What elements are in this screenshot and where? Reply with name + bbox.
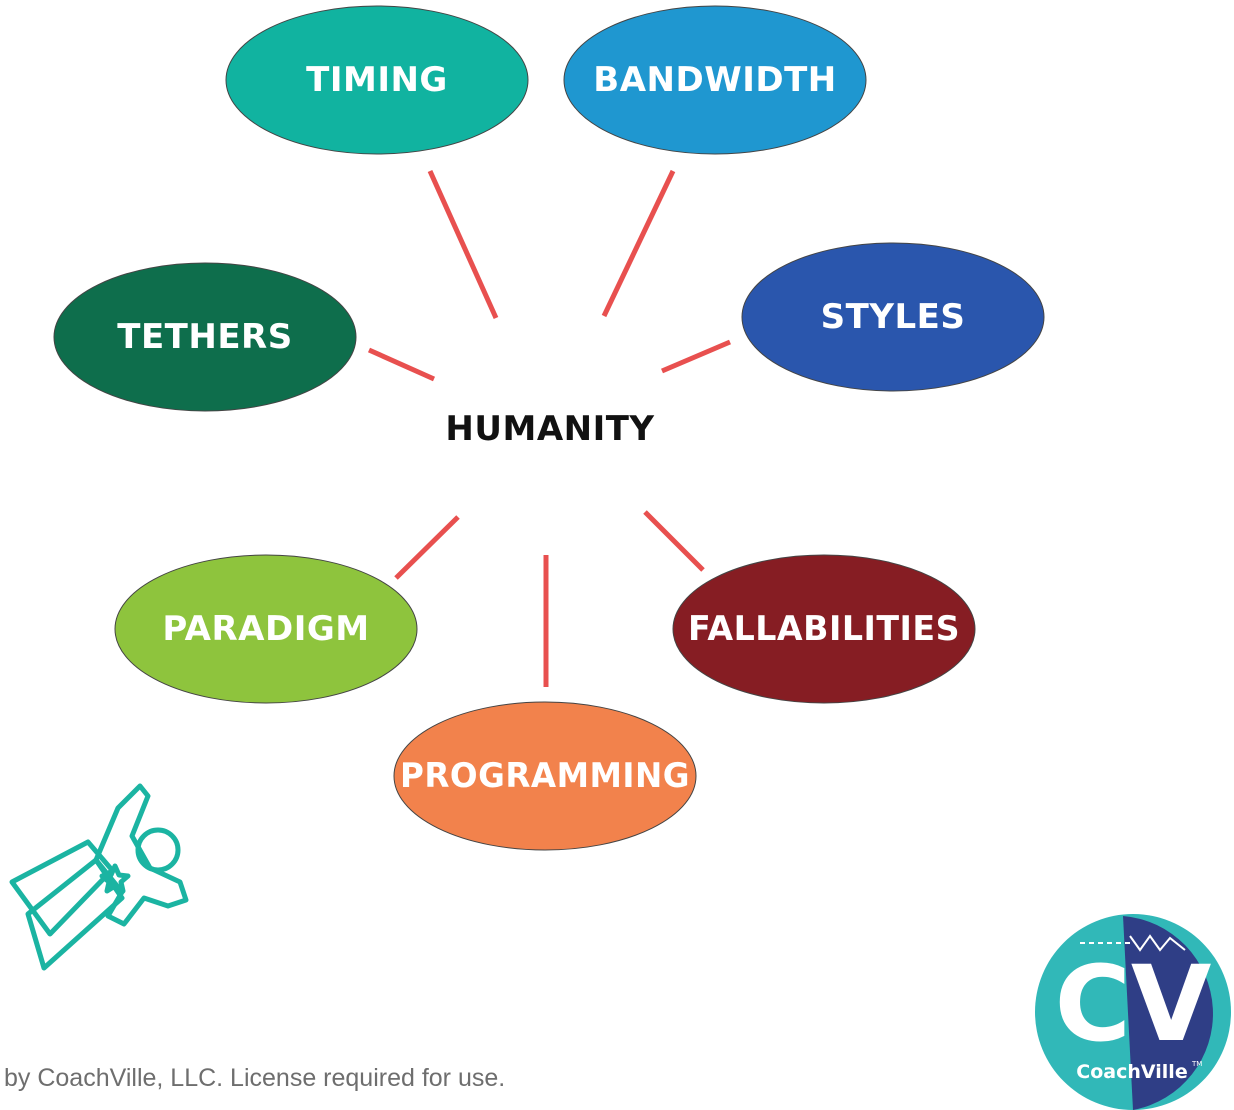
node-tethers-shape bbox=[53, 262, 357, 412]
connector-styles bbox=[661, 339, 731, 374]
connector-tethers bbox=[367, 347, 436, 382]
logo-right-half bbox=[1123, 916, 1213, 1110]
node-programming-shape bbox=[393, 701, 697, 851]
node-paradigm: PARADIGM bbox=[114, 554, 418, 704]
node-bandwidth-label: BANDWIDTH bbox=[593, 60, 836, 100]
logo-trademark: TM bbox=[1191, 1060, 1202, 1068]
connectors bbox=[367, 169, 731, 687]
logo-zigzag bbox=[1129, 934, 1186, 952]
node-styles-label: STYLES bbox=[821, 297, 966, 337]
connector-fallabilities bbox=[643, 510, 705, 572]
center-label: HUMANITY bbox=[445, 409, 654, 449]
coachville-logo: CV CoachVille TM bbox=[1035, 914, 1231, 1110]
node-paradigm-shape bbox=[114, 554, 418, 704]
connector-timing bbox=[427, 169, 499, 320]
node-timing-label: TIMING bbox=[306, 60, 448, 100]
superhero-flying-icon bbox=[9, 783, 189, 971]
node-tethers: TETHERS bbox=[53, 262, 357, 412]
node-timing: TIMING bbox=[225, 5, 529, 155]
node-tethers-label: TETHERS bbox=[117, 317, 292, 357]
node-programming: PROGRAMMING bbox=[393, 701, 697, 851]
logo-letters: CV bbox=[1055, 943, 1212, 1065]
node-fallabilities: FALLABILITIES bbox=[672, 554, 976, 704]
node-fallabilities-label: FALLABILITIES bbox=[688, 609, 960, 649]
logo-brand: CoachVille bbox=[1076, 1061, 1187, 1083]
node-timing-shape bbox=[225, 5, 529, 155]
node-bandwidth: BANDWIDTH bbox=[563, 5, 867, 155]
connector-bandwidth bbox=[601, 169, 676, 318]
node-paradigm-label: PARADIGM bbox=[162, 609, 369, 649]
node-programming-label: PROGRAMMING bbox=[400, 756, 690, 796]
node-styles: STYLES bbox=[741, 242, 1045, 392]
node-styles-shape bbox=[741, 242, 1045, 392]
connector-paradigm bbox=[394, 515, 460, 580]
footer-license-text: by CoachVille, LLC. License required for… bbox=[4, 1064, 506, 1092]
node-fallabilities-shape bbox=[672, 554, 976, 704]
node-bandwidth-shape bbox=[563, 5, 867, 155]
